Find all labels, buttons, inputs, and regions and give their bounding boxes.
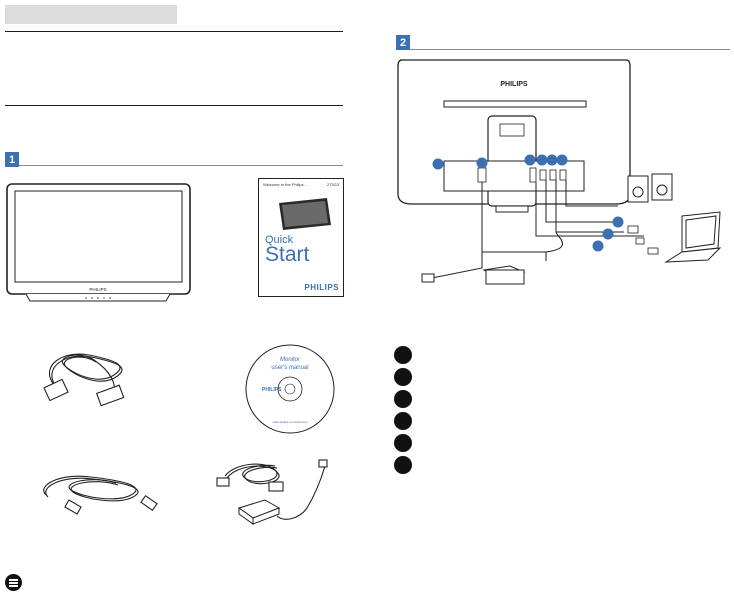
note-icon bbox=[5, 574, 22, 591]
callout-circle-6 bbox=[394, 456, 412, 474]
rear-connection-diagram: PHILIPS bbox=[397, 59, 722, 285]
quick-start-booklet: Welcome to the Philips ... 273G3 Quick S… bbox=[258, 178, 344, 297]
callout-dot-1 bbox=[432, 158, 444, 170]
booklet-model: 273G3 bbox=[326, 182, 339, 187]
section-1-rule bbox=[19, 165, 343, 166]
divider-top bbox=[5, 31, 343, 32]
vga-cable-illustration bbox=[43, 353, 125, 407]
callout-circle-5 bbox=[394, 434, 412, 452]
cd-brand: PHILIPS bbox=[262, 387, 282, 393]
speakers-icon bbox=[627, 173, 673, 203]
usb-cable-illustration bbox=[43, 475, 158, 515]
callout-dot-2 bbox=[476, 157, 488, 169]
power-adapter-icon bbox=[216, 459, 328, 525]
monitor-brand: PHILIPS bbox=[89, 287, 106, 292]
laptop-icon bbox=[664, 211, 722, 263]
section-2-rule bbox=[410, 49, 730, 50]
divider-middle bbox=[5, 105, 343, 106]
section-2-badge: 2 bbox=[396, 35, 410, 50]
callout-dot-5 bbox=[546, 154, 558, 166]
callout-dot-6 bbox=[556, 154, 568, 166]
booklet-header: Welcome to the Philips ... bbox=[263, 182, 309, 187]
callout-circle-3 bbox=[394, 390, 412, 408]
callout-circle-4 bbox=[394, 412, 412, 430]
user-manual-cd: Monitor user's manual PHILIPS www.philip… bbox=[245, 344, 335, 434]
callout-dot-3 bbox=[524, 154, 536, 166]
cd-subtitle: user's manual bbox=[271, 365, 308, 371]
booklet-monitor-photo bbox=[279, 198, 331, 230]
booklet-brand: PHILIPS bbox=[304, 283, 339, 292]
section-heading-bar bbox=[5, 5, 177, 24]
booklet-title-start: Start bbox=[265, 243, 310, 266]
cd-title: Monitor bbox=[280, 357, 301, 363]
callout-dot-4 bbox=[536, 154, 548, 166]
callout-circle-1 bbox=[394, 346, 412, 364]
cd-ring-text: www.philips.com/welcome bbox=[273, 420, 308, 424]
section-2-number: 2 bbox=[399, 36, 407, 49]
monitor-front-illustration: PHILIPS bbox=[6, 183, 191, 302]
section-1-number: 1 bbox=[8, 153, 16, 166]
booklet-title-quick: Quick bbox=[265, 234, 294, 246]
callout-circle-2 bbox=[394, 368, 412, 386]
rear-brand: PHILIPS bbox=[500, 81, 528, 88]
section-1-badge: 1 bbox=[5, 152, 19, 167]
